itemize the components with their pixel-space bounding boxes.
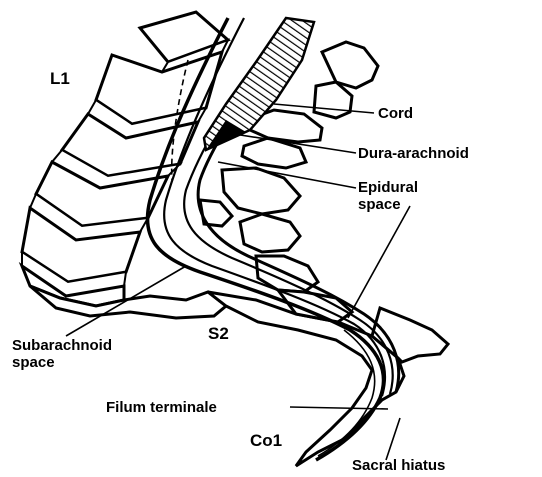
label-cord: Cord [378, 105, 413, 122]
label-l1: L1 [50, 69, 70, 88]
vertebral-bodies [22, 12, 228, 306]
label-dura-arachnoid: Dura-arachnoid [358, 145, 469, 162]
label-co1: Co1 [250, 431, 282, 450]
label-epidural-line1: Epidural [358, 179, 418, 196]
label-s2: S2 [208, 324, 229, 343]
label-epidural-line2: space [358, 196, 401, 213]
label-subarachnoid-line2: space [12, 354, 55, 371]
label-sacral-hiatus: Sacral hiatus [352, 457, 445, 474]
label-subarachnoid-line1: Subarachnoid [12, 337, 112, 354]
label-filum-terminale: Filum terminale [106, 399, 217, 416]
